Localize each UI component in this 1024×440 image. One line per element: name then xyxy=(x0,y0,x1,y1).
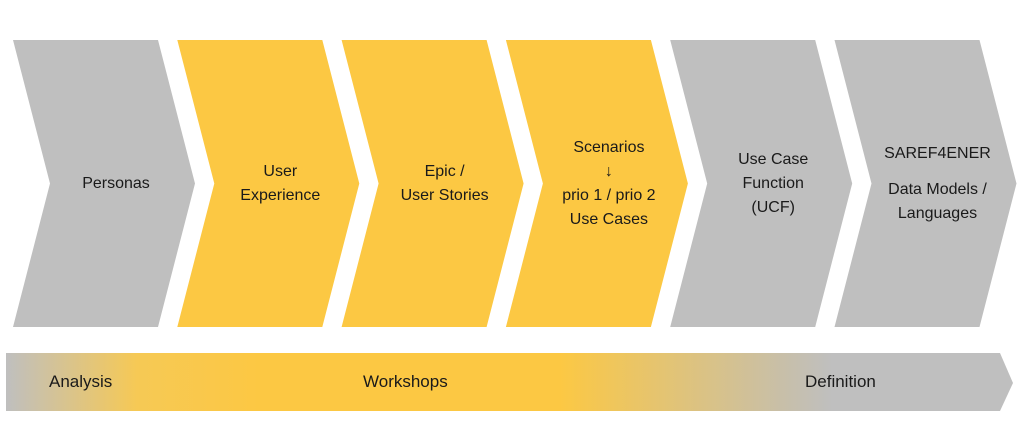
step-text-line: Use Case xyxy=(738,150,809,168)
step-text-line: ↓ xyxy=(604,162,613,180)
chevron-use-case-function xyxy=(670,40,853,327)
phase-definition-label: Definition xyxy=(805,372,876,391)
phase-workshops-label: Workshops xyxy=(363,372,448,391)
step-text-line: Scenarios xyxy=(573,138,645,156)
step-text-line: Languages xyxy=(897,204,978,222)
chevron-epic-user-stories xyxy=(341,40,524,327)
step-text-line: (UCF) xyxy=(751,198,795,216)
step-text-line: Epic / xyxy=(424,162,465,180)
step-label-personas: Personas xyxy=(41,40,191,327)
step-label-saref4ener-data-models: SAREF4ENER Data Models / Languages xyxy=(863,40,1013,327)
step-label-scenarios-use-cases: Scenarios ↓ prio 1 / prio 2 Use Cases xyxy=(534,40,684,327)
chevron-saref4ener-data-models xyxy=(834,40,1017,327)
step-text-line: Use Cases xyxy=(569,210,649,228)
phase-analysis-label: Analysis xyxy=(49,372,113,391)
step-text-line: Personas xyxy=(82,174,150,192)
step-text-line: Data Models / xyxy=(888,180,987,198)
phase-bar xyxy=(6,353,1013,411)
step-text-line: User Stories xyxy=(400,186,489,204)
step-text-line: SAREF4ENER xyxy=(884,144,991,162)
step-text-line: Function xyxy=(742,174,804,192)
step-text-line: Experience xyxy=(240,186,321,204)
step-label-epic-user-stories: Epic / User Stories xyxy=(370,40,520,327)
chevron-scenarios-use-cases xyxy=(505,40,688,327)
step-text-line: prio 1 / prio 2 xyxy=(562,186,656,204)
step-text-line: User xyxy=(263,162,298,180)
chevron-personas xyxy=(13,40,195,327)
chevron-user-experience xyxy=(177,40,360,327)
